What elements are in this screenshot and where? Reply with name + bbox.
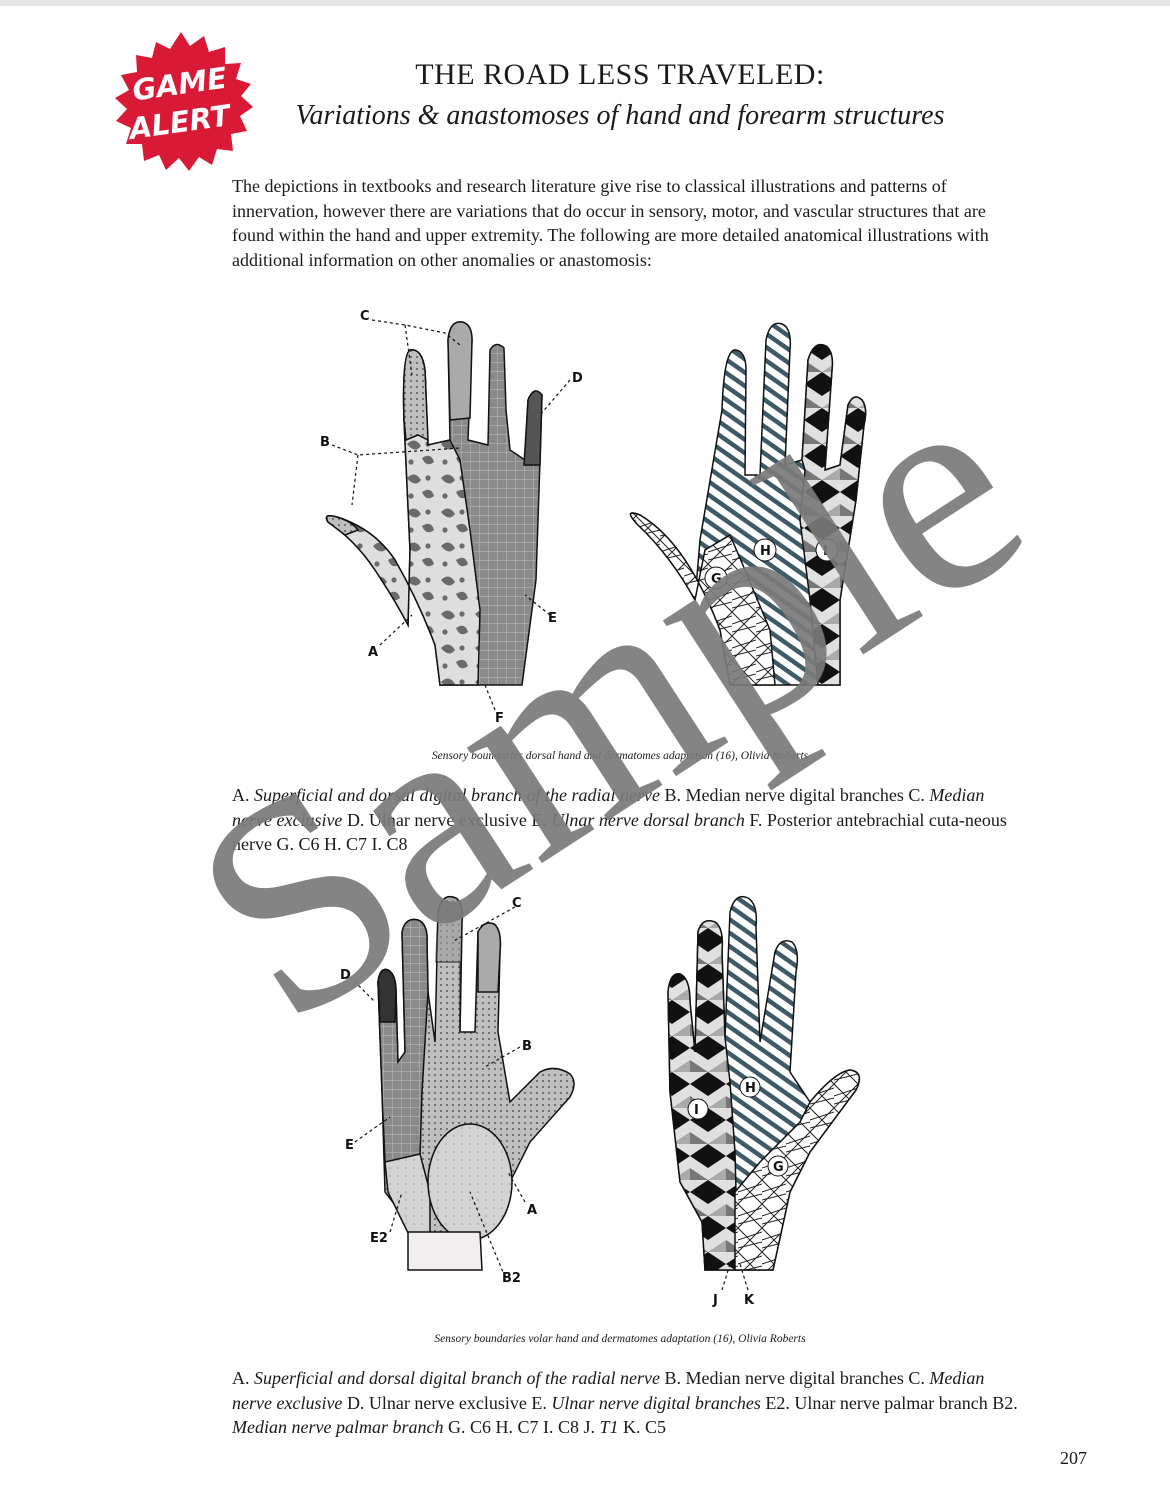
fig1-label-h: H [760, 544, 771, 559]
figure2-legend-segment: K. C5 [619, 1417, 667, 1437]
figure1-legend-segment: Ulnar nerve dorsal branch [551, 810, 744, 830]
figure1-legend-segment: D. Ulnar nerve exclusive E. [342, 810, 551, 830]
figure2-legend-segment: E2. Ulnar nerve palmar branch B2. [761, 1393, 1018, 1413]
fig1-label-c: C [360, 309, 370, 324]
fig2-label-b2: B2 [502, 1271, 521, 1286]
intro-paragraph: The depictions in textbooks and research… [232, 174, 1022, 272]
figure1-legend: A. Superficial and dorsal digital branch… [232, 783, 1022, 857]
figure2-legend-segment: Superficial and dorsal digital branch of… [254, 1368, 660, 1388]
fig1-label-a: A [368, 645, 378, 660]
fig1-label-g: G [711, 572, 722, 587]
dorsal-nerve-hand [327, 322, 543, 685]
fig2-label-j: J [712, 1293, 718, 1308]
top-rule [0, 0, 1170, 6]
figure2-legend-segment: B. Median nerve digital branches C. [660, 1368, 929, 1388]
fig2-label-e2: E2 [370, 1231, 388, 1246]
fig2-label-i: I [694, 1103, 699, 1118]
figure1-legend-segment: B. Median nerve digital branches C. [660, 785, 929, 805]
figure2-legend-segment: Median nerve palmar branch [232, 1417, 443, 1437]
fig2-label-e: E [345, 1138, 354, 1153]
fig2-label-g: G [773, 1160, 784, 1175]
page-subtitle: Variations & anastomoses of hand and for… [240, 100, 1000, 132]
figure-dorsal-hand: C B D E A F H I G [300, 300, 900, 740]
figure2-legend-segment: D. Ulnar nerve exclusive E. [342, 1393, 551, 1413]
page-number: 207 [1060, 1448, 1087, 1469]
figure2-legend: A. Superficial and dorsal digital branch… [232, 1366, 1022, 1440]
figure-volar-hand: C D B E A E2 B2 H I G J K [330, 892, 890, 1317]
volar-dermatome-hand [668, 897, 859, 1270]
figure2-caption: Sensory boundaries volar hand and dermat… [240, 1333, 1000, 1345]
fig2-label-k: K [744, 1293, 755, 1308]
fig1-label-e: E [548, 611, 557, 626]
fig2-label-b: B [522, 1039, 532, 1054]
fig1-label-d: D [572, 371, 583, 386]
fig2-label-a: A [527, 1203, 537, 1218]
figure2-legend-segment: Ulnar nerve digital branches [551, 1393, 760, 1413]
fig1-label-f: F [495, 711, 504, 726]
figure1-legend-segment: A. [232, 785, 254, 805]
figure1-caption: Sensory boundaries dorsal hand and derma… [240, 750, 1000, 762]
fig2-label-h: H [745, 1081, 756, 1096]
fig2-label-c: C [512, 896, 522, 911]
fig1-label-i: I [823, 544, 828, 559]
page-title: THE ROAD LESS TRAVELED: [240, 58, 1000, 92]
dorsal-dermatome-hand [630, 323, 865, 685]
figure1-legend-segment: Superficial and dorsal digital branch of… [254, 785, 660, 805]
figure2-legend-segment: G. C6 H. C7 I. C8 J. [443, 1417, 599, 1437]
volar-nerve-hand [378, 897, 574, 1270]
fig2-label-d: D [340, 968, 351, 983]
figure2-legend-segment: T1 [599, 1417, 618, 1437]
figure2-legend-segment: A. [232, 1368, 254, 1388]
fig1-label-b: B [320, 435, 330, 450]
game-alert-badge: GAME ALERT [106, 30, 256, 180]
